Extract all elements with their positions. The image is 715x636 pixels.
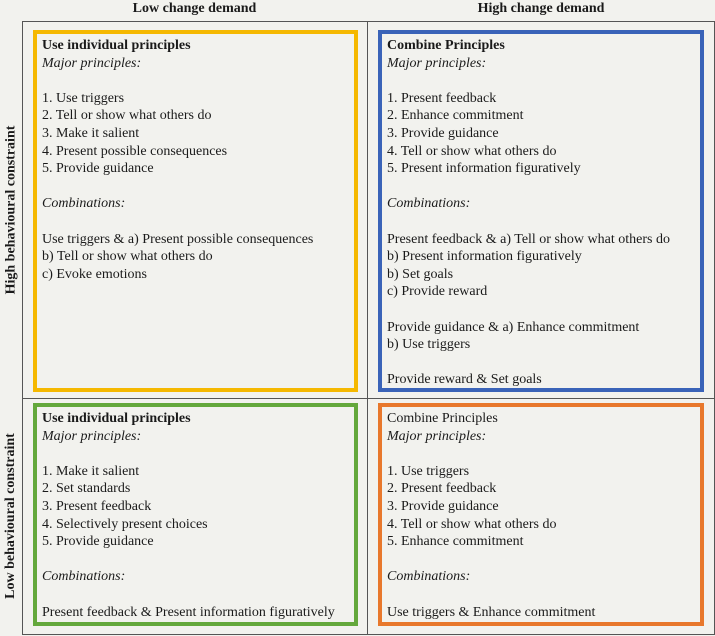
row-header-low-constraint: Low behavioural constraint: [0, 398, 22, 634]
combination-item: b) Use triggers: [387, 337, 471, 353]
quadrant-title: Use individual principles: [42, 411, 191, 426]
major-principles-label: Major principles:: [387, 428, 487, 444]
list-item: 4. Tell or show what others do: [387, 516, 557, 532]
row-header-low-constraint-label: Low behavioural constraint: [3, 433, 18, 599]
major-principles-label: Major principles:: [387, 55, 487, 71]
list-item: 1. Use triggers: [42, 90, 125, 106]
list-item: 3. Make it salient: [42, 125, 140, 141]
list-item: 5. Provide guidance: [42, 161, 154, 177]
list-item: 2. Set standards: [42, 481, 131, 497]
quadrant-low-constraint-low-change: Use individual principles Major principl…: [33, 403, 358, 626]
column-header-high-change: High change demand: [477, 1, 605, 16]
row-header-high-constraint: High behavioural constraint: [0, 22, 22, 398]
combination-item: b) Tell or show what others do: [42, 249, 213, 265]
combinations-label: Combinations:: [42, 196, 126, 212]
quadrant-high-constraint-high-change: Combine Principles Major principles: 1. …: [378, 30, 704, 392]
grid-line-left: [22, 21, 23, 635]
grid-line-middle-horizontal: [22, 398, 715, 399]
quadrant-low-constraint-high-change: Combine Principles Major principles: 1. …: [378, 403, 704, 626]
grid-line-center-vertical: [367, 21, 368, 635]
combination-item: Use triggers & Enhance commitment: [387, 604, 596, 620]
list-item: 2. Present feedback: [387, 481, 497, 497]
row-header-high-constraint-label: High behavioural constraint: [3, 125, 19, 295]
list-item: 1. Present feedback: [387, 90, 497, 106]
combination-item: c) Evoke emotions: [42, 266, 147, 282]
combinations-label: Combinations:: [387, 196, 471, 212]
list-item: 2. Enhance commitment: [387, 108, 524, 124]
list-item: 4. Tell or show what others do: [387, 143, 557, 159]
quadrant-title: Use individual principles: [42, 38, 191, 53]
combination-item: b) Present information figuratively: [387, 249, 582, 265]
combination-item: Present feedback & a) Tell or show what …: [387, 231, 670, 247]
combinations-label: Combinations:: [387, 569, 471, 585]
quadrant-high-constraint-low-change: Use individual principles Major principl…: [33, 30, 358, 392]
grid-line-bottom: [22, 634, 715, 635]
column-header-low-change: Low change demand: [132, 1, 257, 16]
list-item: 2. Tell or show what others do: [42, 108, 212, 124]
list-item: 1. Use triggers: [387, 463, 470, 479]
major-principles-label: Major principles:: [42, 55, 142, 71]
combination-item: b) Set goals: [387, 266, 454, 282]
list-item: 5. Present information figuratively: [387, 161, 581, 177]
combination-item: Provide reward & Set goals: [387, 372, 542, 388]
list-item: 5. Enhance commitment: [387, 534, 524, 550]
combination-item: Use triggers & a) Present possible conse…: [42, 231, 314, 247]
list-item: 4. Selectively present choices: [42, 516, 208, 532]
list-item: 5. Provide guidance: [42, 534, 154, 550]
combination-item: Provide guidance & a) Enhance commitment: [387, 319, 640, 335]
list-item: 4. Present possible consequences: [42, 143, 228, 159]
list-item: 3. Provide guidance: [387, 125, 499, 141]
combination-item: Present feedback & Present information f…: [42, 604, 335, 620]
quadrant-title: Combine Principles: [387, 411, 498, 426]
list-item: 3. Present feedback: [42, 498, 152, 514]
combinations-label: Combinations:: [42, 569, 126, 585]
list-item: 1. Make it salient: [42, 463, 140, 479]
combination-item: c) Provide reward: [387, 284, 488, 300]
list-item: 3. Provide guidance: [387, 498, 499, 514]
grid-line-top: [22, 21, 715, 22]
quadrant-title: Combine Principles: [387, 38, 505, 53]
major-principles-label: Major principles:: [42, 428, 142, 444]
